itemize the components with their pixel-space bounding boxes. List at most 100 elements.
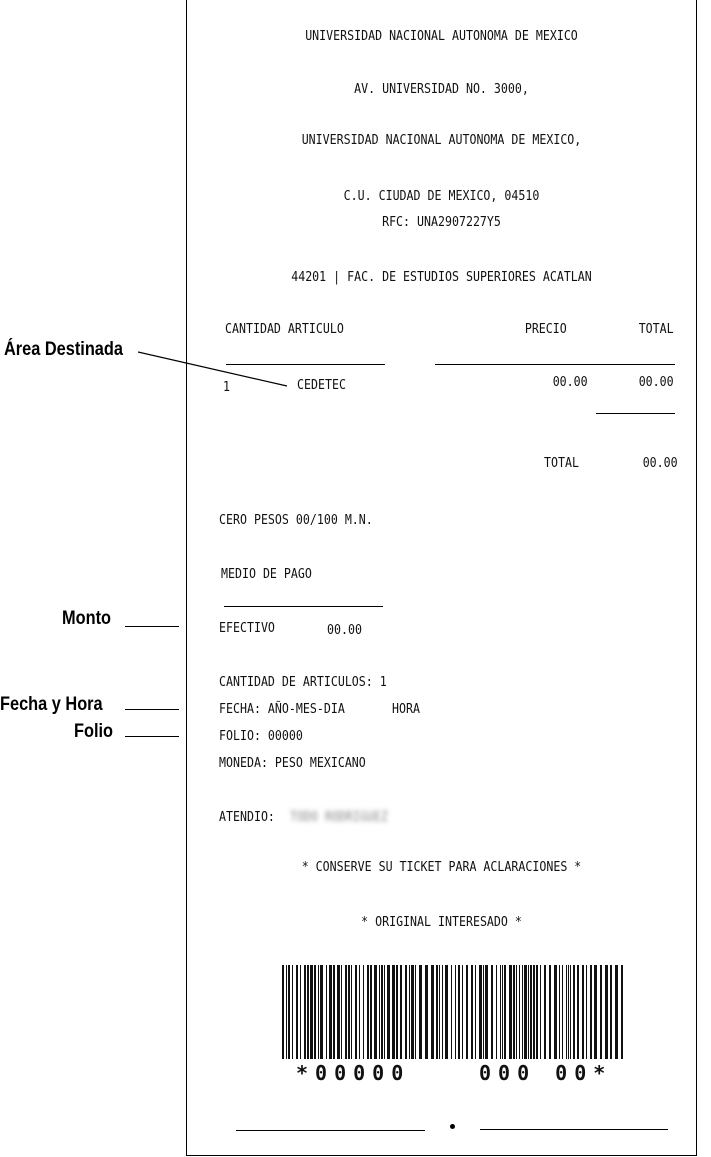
barcode-bar (577, 965, 579, 1059)
barcode-bar (491, 965, 493, 1059)
hour-field: HORA (392, 701, 420, 717)
barcode-bar (590, 965, 592, 1059)
row-qty: 1 (223, 379, 231, 395)
barcode-bar (475, 965, 476, 1059)
barcode-bar (326, 965, 327, 1059)
barcode-bar (519, 965, 520, 1059)
barcode-bar (392, 965, 395, 1059)
currency-field: MONEDA: PESO MEXICANO (219, 755, 366, 771)
barcode-bar (425, 965, 428, 1059)
barcode-bar (524, 965, 527, 1059)
barcode-bar (509, 965, 512, 1059)
barcode-bar (605, 965, 608, 1059)
barcode-bar (439, 965, 440, 1059)
barcode-bar (455, 965, 456, 1059)
row-article: CEDETEC (297, 377, 346, 393)
separator-dot (450, 1124, 455, 1129)
barcode-bar (528, 965, 529, 1059)
col-qty-article: CANTIDAD ARTICULO (225, 321, 344, 337)
payment-underline (224, 606, 383, 607)
barcode-bar (513, 965, 515, 1059)
barcode-bar (374, 965, 377, 1059)
barcode-bar (348, 965, 350, 1059)
barcode-bar (351, 965, 352, 1059)
header-rfc: RFC: UNA2907227Y5 (382, 214, 501, 230)
header-city: C.U. CIUDAD DE MEXICO, 04510 (343, 188, 540, 204)
barcode-bar (355, 965, 357, 1059)
barcode-bar (500, 965, 501, 1059)
barcode-bar (300, 965, 301, 1059)
barcode-bar (304, 965, 306, 1059)
barcode-bar (370, 965, 372, 1059)
barcode-bar (451, 965, 452, 1059)
barcode-bar (540, 965, 541, 1059)
barcode-bar (582, 965, 584, 1059)
barcode-bar (363, 965, 364, 1059)
barcode-bar (471, 965, 473, 1059)
barcode-bar (320, 965, 323, 1059)
barcode-bar (415, 965, 416, 1059)
attended-label: ATENDIO: (219, 809, 275, 825)
barcode-bar (431, 965, 434, 1059)
barcode-bar (621, 965, 623, 1059)
signature-line-right (480, 1129, 668, 1130)
barcode-bar (533, 965, 535, 1059)
annotation-monto: Monto (62, 608, 112, 629)
barcode-bar (314, 965, 316, 1059)
barcode-bar (485, 965, 488, 1059)
barcode-bar (562, 965, 563, 1059)
annotation-monto-pointer (125, 626, 179, 627)
barcode-bar (530, 965, 532, 1059)
barcode-bar (400, 965, 402, 1059)
barcode-bar (594, 965, 597, 1059)
barcode-bar (568, 965, 569, 1059)
barcode-bar (504, 965, 506, 1059)
barcode-bar (318, 965, 319, 1059)
col-price: PRECIO (525, 321, 567, 337)
total-underline (596, 413, 675, 414)
barcode-bar (516, 965, 517, 1059)
barcode-bar (405, 965, 407, 1059)
annotation-fecha-pointer (125, 709, 179, 710)
barcode-bar (367, 965, 369, 1059)
barcode-bar (610, 965, 612, 1059)
attended-name: TODO RODRIGUEZ (290, 809, 388, 825)
barcode-bar (387, 965, 390, 1059)
barcode-bar (411, 965, 414, 1059)
barcode-bar (307, 965, 309, 1059)
row-price: 00.00 (553, 374, 588, 390)
barcode-bar (329, 965, 332, 1059)
barcode-bar (381, 965, 383, 1059)
header-university: UNIVERSIDAD NACIONAL AUTONOMA DE MEXICO (305, 28, 578, 44)
header-university-2: UNIVERSIDAD NACIONAL AUTONOMA DE MEXICO, (301, 132, 582, 148)
barcode-bar (544, 965, 546, 1059)
header-underline-right (435, 364, 675, 365)
payment-method: EFECTIVO (219, 620, 275, 636)
barcode-bar (549, 965, 551, 1059)
barcode-bar (615, 965, 618, 1059)
folio-field: FOLIO: 00000 (219, 728, 303, 744)
annotation-folio: Folio (74, 721, 114, 742)
barcode-bar (286, 965, 287, 1059)
barcode-bar (570, 965, 571, 1059)
barcode-bar (559, 965, 560, 1059)
barcode-bar (310, 965, 313, 1059)
header-underline-left (226, 364, 385, 365)
annotation-fecha-hora: Fecha y Hora (0, 694, 103, 715)
barcode-bar (282, 965, 284, 1059)
barcode-bar (502, 965, 503, 1059)
barcode-bar (436, 965, 438, 1059)
barcode-bar (442, 965, 443, 1059)
barcode-bar (554, 965, 557, 1059)
barcode-bar (458, 965, 460, 1059)
annotation-area-pointer (138, 351, 288, 387)
receipt: UNIVERSIDAD NACIONAL AUTONOMA DE MEXICO … (186, 0, 697, 1156)
barcode-bar (573, 965, 575, 1059)
copy-type: * ORIGINAL INTERESADO * (361, 914, 522, 930)
barcode-bar (359, 965, 360, 1059)
signature-line-left (236, 1130, 425, 1131)
header-faculty: 44201 | FAC. DE ESTUDIOS SUPERIORES ACAT… (291, 269, 592, 285)
items-count: CANTIDAD DE ARTICULOS: 1 (219, 674, 387, 690)
barcode-bar (466, 965, 468, 1059)
barcode-bar (536, 965, 538, 1059)
